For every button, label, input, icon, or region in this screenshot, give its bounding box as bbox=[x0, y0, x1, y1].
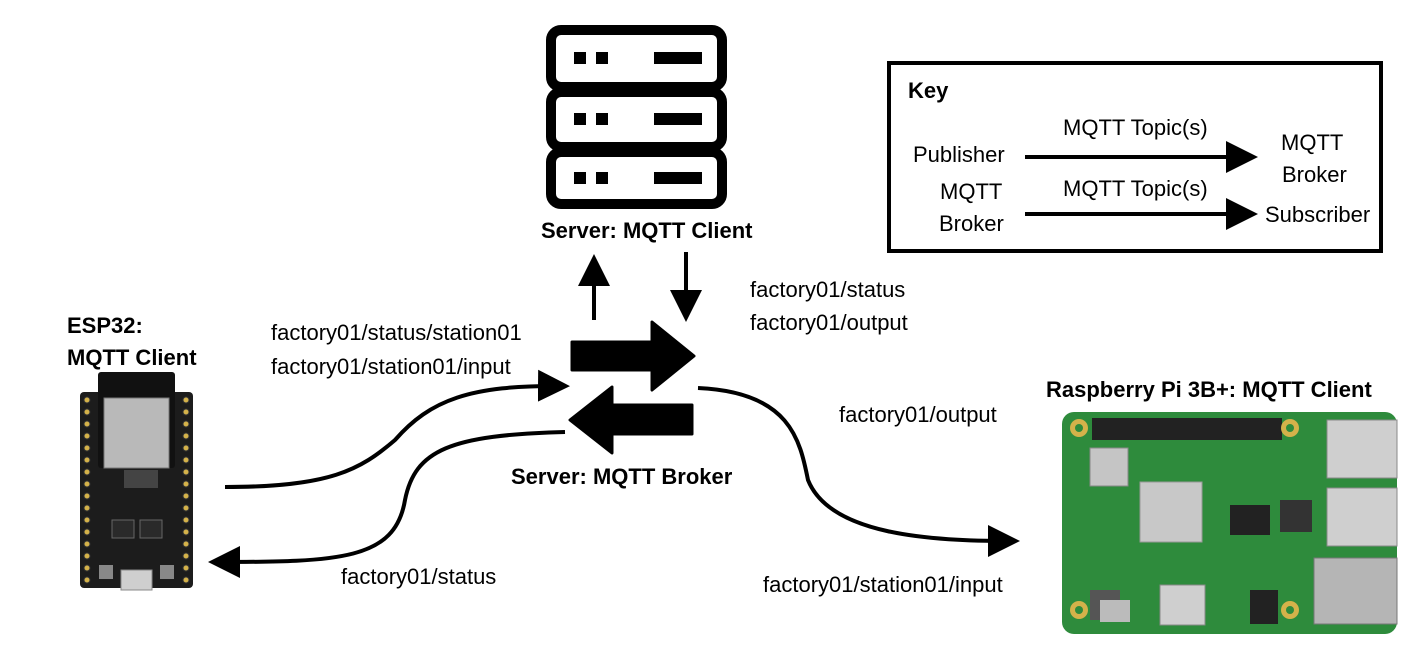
topic-esp-publish-1: factory01/status/station01 bbox=[271, 320, 522, 345]
esp32-subscribe-curve bbox=[208, 430, 566, 578]
esp32-label-line2: MQTT Client bbox=[67, 345, 197, 370]
raspberry-pi-label: Raspberry Pi 3B+: MQTT Client bbox=[1046, 377, 1372, 402]
key-legend bbox=[887, 61, 1383, 253]
esp32-publish-curve bbox=[224, 369, 570, 489]
topic-server-subscribe-2: factory01/output bbox=[750, 310, 908, 335]
key-row2-from-line2: Broker bbox=[939, 211, 1004, 236]
raspberry-pi-board-image bbox=[1062, 412, 1398, 634]
key-title: Key bbox=[908, 78, 949, 103]
topic-esp-subscribe: factory01/status bbox=[341, 564, 497, 589]
key-row1-topic: MQTT Topic(s) bbox=[1063, 115, 1208, 140]
pi-curve bbox=[697, 386, 1020, 557]
key-row1-from: Publisher bbox=[913, 142, 1005, 167]
topic-esp-publish-2: factory01/station01/input bbox=[271, 354, 511, 379]
topic-pi-publish: factory01/output bbox=[839, 402, 997, 427]
key-row2-from-line1: MQTT bbox=[940, 179, 1003, 204]
server-broker-label: Server: MQTT Broker bbox=[511, 464, 733, 489]
key-row1-to-line2: Broker bbox=[1282, 162, 1347, 187]
esp32-board-image bbox=[80, 372, 193, 591]
key-row2-topic: MQTT Topic(s) bbox=[1063, 176, 1208, 201]
topic-pi-subscribe: factory01/station01/input bbox=[763, 572, 1003, 597]
server-icon bbox=[546, 25, 727, 209]
esp32-label-line1: ESP32: bbox=[67, 313, 143, 338]
server-client-label: Server: MQTT Client bbox=[541, 218, 753, 243]
key-row1-to-line1: MQTT bbox=[1281, 130, 1344, 155]
key-row2-to: Subscriber bbox=[1265, 202, 1371, 227]
exchange-arrows-icon bbox=[568, 320, 696, 455]
topic-server-subscribe-1: factory01/status bbox=[750, 277, 906, 302]
